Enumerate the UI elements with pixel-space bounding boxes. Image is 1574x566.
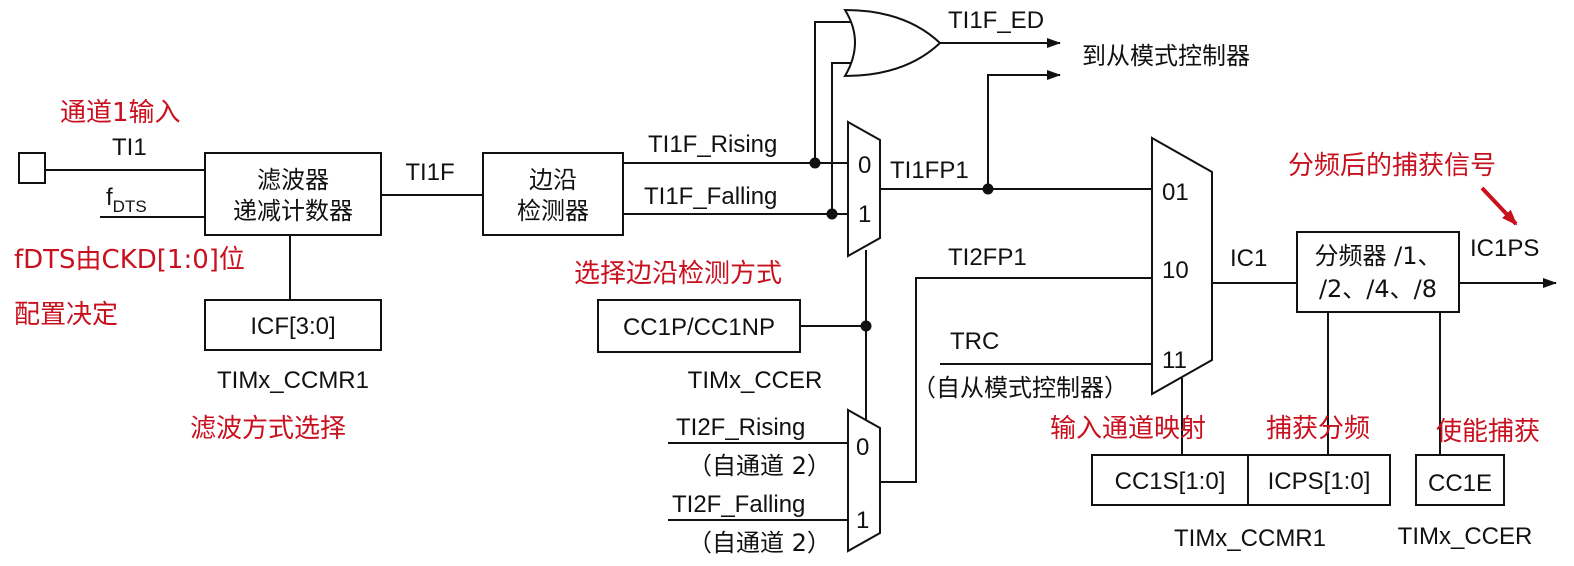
ti1-input-pin: [18, 152, 46, 184]
ti1f-rising-label: TI1F_Rising: [648, 131, 777, 158]
annotation-red-arrow: [1480, 186, 1518, 226]
annotation-input-map: 输入通道映射: [1050, 414, 1206, 444]
filter-label-line1: 滤波器: [257, 166, 329, 194]
edge-detector-block: [482, 152, 624, 236]
polarity-mux-sel1: 1: [858, 201, 871, 228]
annotation-edge-mode: 选择边沿检测方式: [574, 259, 782, 289]
icps-register-box: [1247, 454, 1391, 506]
edge-label-line1: 边沿: [529, 166, 577, 194]
ccmr1-left-label: TIMx_CCMR1: [217, 367, 369, 394]
ccer-mid-label: TIMx_CCER: [688, 367, 823, 394]
cc1s-register-box: [1091, 454, 1249, 506]
ti1f-ed-label: TI1F_ED: [948, 7, 1044, 34]
ti2f-rising-label: TI2F_Rising: [676, 414, 805, 441]
ti2fp1-wire: [880, 277, 1152, 483]
icps-label: ICPS[1:0]: [1268, 468, 1371, 495]
polarity-mux-sel0: 0: [858, 152, 871, 179]
to-slave-controller-label: 到从模式控制器: [1082, 42, 1250, 70]
cc1s-label: CC1S[1:0]: [1115, 468, 1226, 495]
cc1e-label: CC1E: [1428, 470, 1492, 497]
cc1p-label: CC1P/CC1NP: [623, 314, 775, 341]
prescaler-label-line1: 分频器 /1、: [1315, 242, 1442, 270]
prescaler-label-line2: /2、/4、/8: [1319, 275, 1437, 303]
annotation-fdts-line1: fDTS由CKD[1:0]位: [14, 245, 245, 275]
mapping-mux-in01: 01: [1162, 179, 1189, 206]
ch2-polarity-mux: [847, 408, 881, 553]
input-mapping-mux: [1151, 136, 1213, 396]
ch2-mux-sel1: 1: [856, 507, 869, 534]
from-ch2-label-b: （自通道 2）: [688, 529, 831, 557]
annotation-fdts-line2: 配置决定: [14, 300, 118, 330]
filter-label-line2: 递减计数器: [233, 197, 353, 225]
ccmr1-right-label: TIMx_CCMR1: [1174, 525, 1326, 552]
ti1f-label: TI1F: [405, 159, 454, 186]
ti2fp1-label: TI2FP1: [948, 244, 1027, 271]
annotation-enable-capture: 使能捕获: [1436, 417, 1540, 447]
cc1p-register-box: [597, 299, 801, 353]
annotation-prescaled-capture: 分频后的捕获信号: [1288, 151, 1496, 181]
ti1-label: TI1: [112, 134, 147, 161]
annotation-ch1-input: 通道1输入: [60, 98, 181, 128]
from-ch2-label-a: （自通道 2）: [688, 452, 831, 480]
annotation-capture-div: 捕获分频: [1266, 414, 1370, 444]
from-slave-controller-label: （自从模式控制器）: [912, 374, 1128, 402]
annotation-filter-mode: 滤波方式选择: [190, 414, 346, 444]
filter-block: [204, 152, 382, 236]
prescaler-block: [1296, 231, 1460, 313]
or-gate: [843, 8, 942, 78]
ti1f-falling-label: TI1F_Falling: [644, 183, 777, 210]
rising-to-or-wire: [814, 21, 855, 163]
ic1-label: IC1: [1230, 245, 1267, 272]
falling-to-or-wire: [831, 62, 853, 214]
ccer-right-label: TIMx_CCER: [1398, 523, 1533, 550]
polarity-mux: [847, 120, 881, 258]
fdts-label: fDTS: [106, 184, 147, 216]
edge-label-line2: 检测器: [517, 197, 589, 225]
icf-register-box: [204, 299, 382, 351]
ti1fp1-label: TI1FP1: [890, 157, 969, 184]
mapping-mux-in11: 11: [1162, 347, 1187, 374]
mapping-mux-in10: 10: [1162, 257, 1189, 284]
trc-label: TRC: [950, 328, 999, 355]
icf-label: ICF[3:0]: [250, 313, 335, 340]
cc1e-register-box: [1415, 454, 1505, 506]
ti1fp1-to-slave-wire: [987, 70, 1061, 189]
ti2f-falling-label: TI2F_Falling: [672, 491, 805, 518]
cc1p-junction-dot: [860, 320, 872, 332]
ch2-mux-sel0: 0: [856, 434, 869, 461]
ic1ps-label: IC1PS: [1470, 235, 1539, 262]
